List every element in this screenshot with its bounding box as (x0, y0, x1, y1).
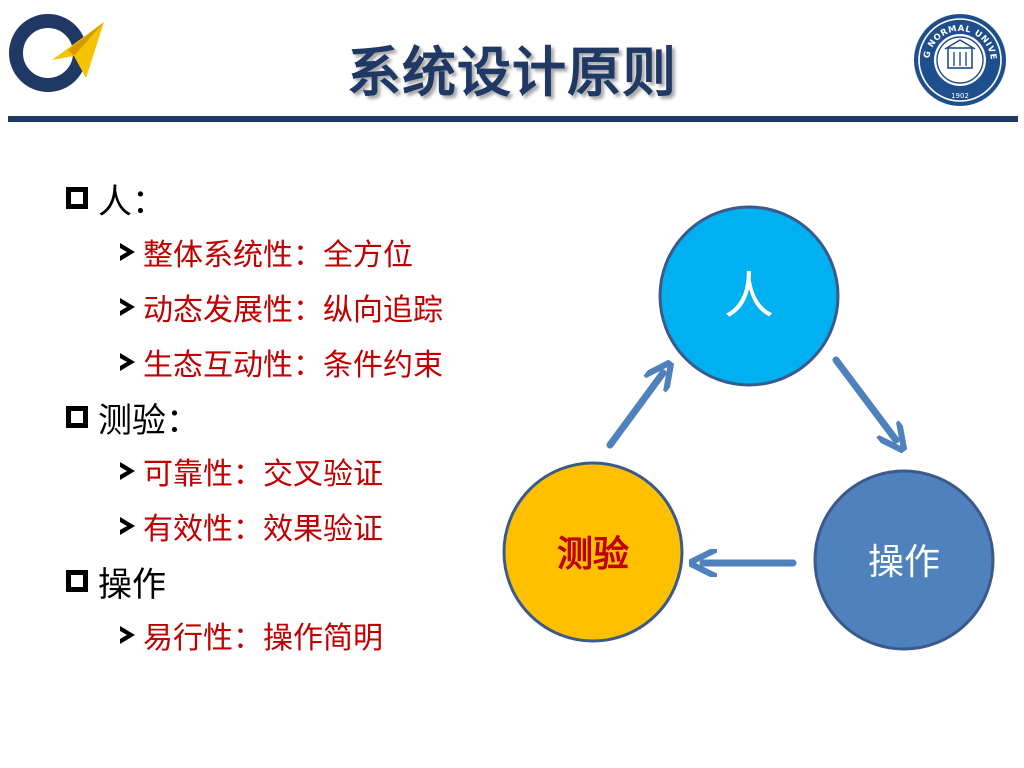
square-bullet-icon (66, 187, 88, 209)
list-item: 有效性：效果验证 (120, 498, 526, 553)
section-heading: 操作 (66, 555, 526, 607)
arrow-bullet-icon (120, 352, 135, 371)
section-items: 整体系统性：全方位 动态发展性：纵向追踪 生态互动性：条件约束 (120, 224, 526, 389)
section-heading: 测验： (66, 391, 526, 443)
section-items: 可靠性：交叉验证 有效性：效果验证 (120, 443, 526, 553)
node-test-circle (502, 461, 684, 643)
list-item-label: 可靠性：交叉验证 (143, 456, 383, 492)
section-heading-label: 测验： (98, 400, 200, 441)
node-test: 测验 (502, 461, 684, 643)
square-bullet-icon (66, 406, 88, 428)
section-test: 测验： 可靠性：交叉验证 有效性：效果验证 (66, 391, 526, 553)
node-operation-label: 操作 (868, 542, 940, 583)
arrow-test-to-person (606, 373, 663, 449)
node-operation: 操作 (813, 469, 995, 651)
section-operation: 操作 易行性：操作简明 (66, 555, 526, 662)
node-person-circle (658, 205, 840, 387)
section-heading: 人： (66, 172, 526, 224)
list-item-label: 整体系统性：全方位 (143, 237, 413, 273)
list-item: 生态互动性：条件约束 (120, 334, 526, 389)
list-item-label: 易行性：操作简明 (143, 620, 383, 656)
list-item-label: 有效性：效果验证 (143, 511, 383, 547)
arrow-bullet-icon (120, 516, 135, 535)
section-heading-label: 人： (98, 181, 166, 222)
section-heading-label: 操作 (98, 564, 166, 605)
slide-title: 系统设计原则 (347, 41, 677, 104)
cycle-diagram: 人 操作 测验 (502, 205, 995, 651)
slide-header: 系统设计原则 BEIJING NORMAL UNIVERSITY 1902 (0, 0, 1024, 128)
node-person: 人 (658, 205, 840, 387)
title-divider (8, 116, 1018, 122)
principles-list: 人： 整体系统性：全方位 动态发展性：纵向追踪 生态互动性：条件约束 测验： (66, 172, 526, 664)
list-item: 整体系统性：全方位 (120, 224, 526, 279)
list-item: 易行性：操作简明 (120, 607, 526, 662)
square-bullet-icon (66, 570, 88, 592)
seal-year: 1902 (951, 92, 969, 100)
node-person-label: 人 (724, 267, 774, 325)
institution-logo-icon (9, 14, 104, 92)
arrow-bullet-icon (120, 461, 135, 480)
list-item: 动态发展性：纵向追踪 (120, 279, 526, 334)
section-items: 易行性：操作简明 (120, 607, 526, 662)
arrow-bullet-icon (120, 242, 135, 261)
node-test-label: 测验 (557, 533, 629, 575)
list-item: 可靠性：交叉验证 (120, 443, 526, 498)
university-seal-icon: BEIJING NORMAL UNIVERSITY 1902 (912, 12, 1006, 106)
list-item-label: 生态互动性：条件约束 (143, 347, 443, 383)
list-item-label: 动态发展性：纵向追踪 (143, 292, 443, 328)
node-operation-circle (813, 469, 995, 651)
arrow-person-to-operation (832, 356, 896, 440)
section-person: 人： 整体系统性：全方位 动态发展性：纵向追踪 生态互动性：条件约束 (66, 172, 526, 389)
arrow-bullet-icon (120, 625, 135, 644)
arrow-bullet-icon (120, 297, 135, 316)
